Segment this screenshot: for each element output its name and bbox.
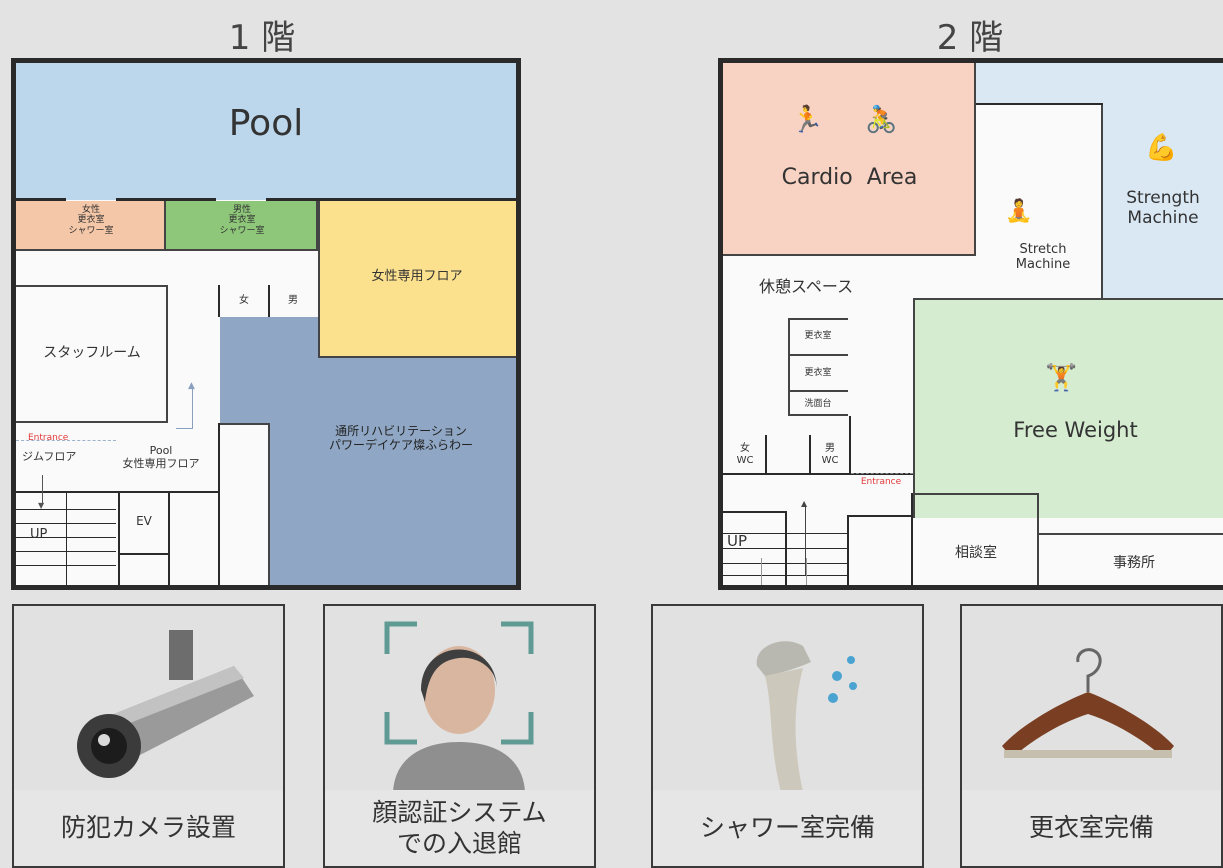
bike-icon: 🚴 [865,105,898,135]
rest-space-label: 休憩スペース [759,277,854,296]
consult-label: 相談室 [955,545,997,561]
locker-room-1 [788,318,848,356]
floor1-title: 1 階 [228,18,296,58]
feature-card-face: 顔認証システム での入退館 [323,604,596,868]
hanger-icon [1002,648,1174,758]
feature-card-shower: シャワー室完備 [651,604,924,868]
locker2-label: 更衣室 [804,368,832,378]
floor2-plan: 🏃 🚴 Cardio Area 💪 Strength Machine 🧘 Str… [718,58,1223,590]
gym-floor-label: ジムフロア [22,450,77,463]
rehab-label: 通所リハビリテーション パワーデイケア燦ふらわー [328,424,473,452]
cardio-label: Cardio Area [781,165,918,190]
floor2-up-label: UP [727,532,748,550]
ev-label: EV [136,514,152,528]
wc-women-label: 女 [239,295,249,306]
washstand-label: 洗面台 [804,399,832,409]
strength-label: Strength Machine [1126,188,1200,228]
pool-label: Pool [228,103,304,144]
feature-card-hanger: 更衣室完備 [960,604,1223,868]
feature-label-shower: シャワー室完備 [653,790,922,866]
free-weight-area [913,298,1223,518]
staff-room-label: スタッフルーム [43,345,141,361]
women-only-floor-label: 女性専用フロア [371,269,463,284]
entrance-label: Entrance [28,433,69,443]
feature-card-camera: 防犯カメラ設置 [12,604,285,868]
entrance-label-2f: Entrance [860,477,902,487]
staff-room [16,285,168,423]
feature-label-camera: 防犯カメラ設置 [14,790,283,866]
stretch-icon: 🧘 [1005,199,1033,224]
shower-icon [756,641,857,792]
face-recognition-icon [384,621,534,792]
bench-press-icon: 🏋 [1045,363,1078,393]
feature-label-hanger: 更衣室完備 [962,790,1221,866]
treadmill-icon: 🏃 [791,105,824,135]
pool-area [16,63,516,200]
strength-area [976,63,1223,103]
locker1-label: 更衣室 [804,331,832,341]
security-camera-icon [77,630,254,778]
locker-room-2 [788,356,848,392]
free-weight-label: Free Weight [1013,418,1138,442]
pool-women-floor-label: Pool 女性専用フロア [122,444,200,470]
feature-label-face: 顔認証システム での入退館 [325,790,594,866]
men-locker-label: 男性 更衣室 シャワー室 [219,205,265,236]
stretch-label: Stretch Machine [1015,242,1071,272]
women-locker-label: 女性 更衣室 シャワー室 [68,205,114,236]
floor1-up-label: UP [30,527,48,542]
consultation-room [913,493,1039,585]
office-label: 事務所 [1113,555,1155,571]
men-locker-room [166,201,318,251]
office-room [1039,533,1223,585]
women-locker-room [16,201,166,251]
floor1-plan: Pool 女性 更衣室 シャワー室 男性 更衣室 シャワー室 女性専用フロア ス… [11,58,521,590]
strength-icon: 💪 [1145,133,1178,163]
wc-men-label-2f: 男 WC [821,443,839,466]
floor2-title: 2 階 [936,18,1004,58]
wc-women-label-2f: 女 WC [736,443,754,466]
cardio-area [723,63,976,256]
washstand [788,392,848,416]
corridor-arrow-line [176,388,193,429]
wc-men-label: 男 [288,295,298,306]
